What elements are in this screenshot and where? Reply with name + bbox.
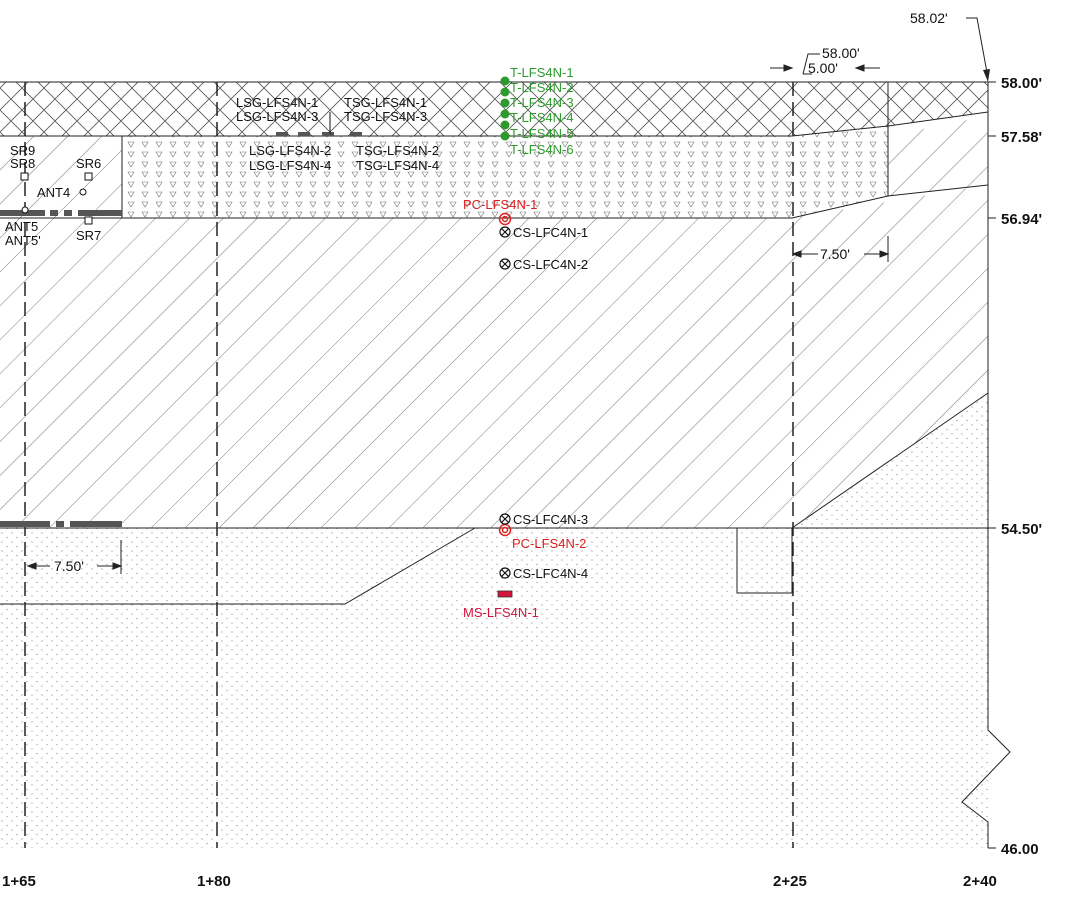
label-t2: T-LFS4N-2 [510,80,574,95]
sr-markers [20,172,93,225]
label-lsg2: LSG-LFS4N-2 [249,143,331,158]
label-ant5: ANT5 [5,219,38,234]
elevation-label-4: 54.50' [1001,521,1042,538]
sensor-bars [0,132,362,527]
thermistor-dots [500,76,510,141]
label-t6: T-LFS4N-6 [510,142,574,157]
elevation-label-3: 56.94' [1001,211,1042,228]
label-t1: T-LFS4N-1 [510,65,574,80]
layer-diagonal [0,116,988,528]
label-tsg4: TSG-LFS4N-4 [356,158,439,173]
dimension-750-right: 7.50' [820,246,850,262]
label-pc2: PC-LFS4N-2 [512,536,586,551]
station-label-4: 2+40 [963,873,997,890]
elevation-label-2: 57.58' [1001,129,1042,146]
dimension-750-left: 7.50' [54,558,84,574]
label-ant4: ANT4 [37,185,70,200]
dimension-58: 58.00' [822,45,860,61]
label-sr7: SR7 [76,228,101,243]
label-cs2: CS-LFC4N-2 [513,257,588,272]
label-sr8: SR8 [10,156,35,171]
dimension-lines [26,53,890,574]
label-tsg2: TSG-LFS4N-2 [356,143,439,158]
elevation-note-top: 58.02' [910,10,948,26]
elevation-axis [961,17,1011,849]
label-t3: T-LFS4N-3 [510,95,574,110]
label-t4: T-LFS4N-4 [510,110,574,125]
label-t5: T-LFS4N-5 [510,126,574,141]
label-cs4: CS-LFC4N-4 [513,566,588,581]
label-cs3: CS-LFC4N-3 [513,512,588,527]
arrowhead-icon [983,69,990,82]
dimension-5: 5.00' [808,60,838,76]
label-sr9: SR9 [10,143,35,158]
label-tsg1: TSG-LFS4N-1 [344,95,427,110]
layer-triangle-fill [122,126,888,218]
station-label-2: 1+80 [197,873,231,890]
elevation-label-5: 46.00 [1001,841,1039,858]
boundary-lines [0,81,989,605]
station-label-3: 2+25 [773,873,807,890]
label-cs1: CS-LFC4N-1 [513,225,588,240]
label-pc1: PC-LFS4N-1 [463,197,537,212]
pressure-cell-icons [498,212,512,537]
label-sr6: SR6 [76,156,101,171]
label-lsg3: LSG-LFS4N-3 [236,109,318,124]
label-ant5p: ANT5' [5,233,41,248]
label-ms1: MS-LFS4N-1 [463,605,539,620]
station-label-1: 1+65 [2,873,36,890]
elevation-label-1: 58.00' [1001,75,1042,92]
moisture-sensor-icon [497,590,513,598]
cell-icons [499,226,511,579]
label-lsg1: LSG-LFS4N-1 [236,95,318,110]
label-tsg3: TSG-LFS4N-3 [344,109,427,124]
layer-crosshatch [0,82,988,136]
label-lsg4: LSG-LFS4N-4 [249,158,331,173]
